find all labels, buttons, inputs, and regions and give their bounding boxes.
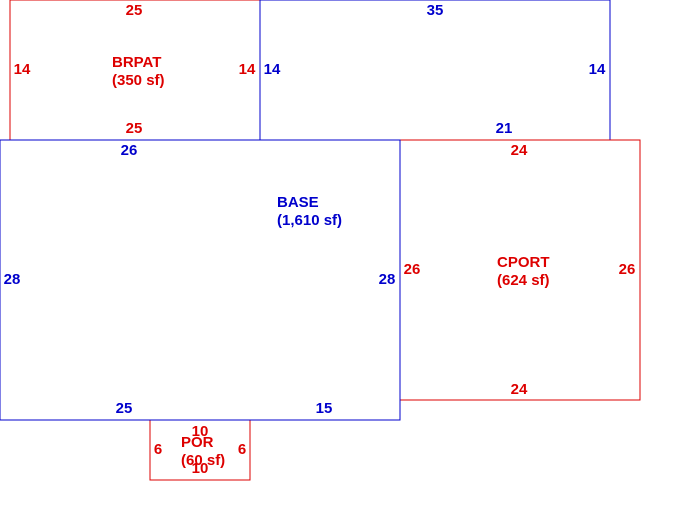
- por-size: (60 sf): [181, 452, 225, 469]
- base-left-dim: 28: [4, 271, 21, 288]
- cport-size: (624 sf): [497, 272, 550, 289]
- brpat-left-dim: 14: [14, 61, 31, 78]
- por-name: POR: [181, 434, 214, 451]
- base-name: BASE: [277, 194, 319, 211]
- brpat-name: BRPAT: [112, 54, 161, 71]
- base-right-dim: 28: [379, 271, 396, 288]
- por-top-dim: 10: [192, 423, 209, 440]
- upper-top-dim: 35: [427, 2, 444, 19]
- brpat-top-dim: 25: [126, 2, 143, 19]
- brpat-right-dim: 14: [239, 61, 256, 78]
- brpat-size: (350 sf): [112, 72, 165, 89]
- base-outline: [0, 139, 401, 421]
- por-left-dim: 6: [154, 441, 162, 458]
- upper-bottom-dim: 21: [496, 120, 513, 137]
- por-right-dim: 6: [238, 441, 246, 458]
- por-bottom-dim: 10: [192, 460, 209, 477]
- cport-name: CPORT: [497, 254, 550, 271]
- base-bottom-left-dim: 25: [116, 400, 133, 417]
- cport-top-dim: 24: [511, 142, 528, 159]
- cport-left-dim: 26: [404, 261, 421, 278]
- brpat-bottom-dim: 25: [126, 120, 143, 137]
- cport-bottom-dim: 24: [511, 381, 528, 398]
- base-size: (1,610 sf): [277, 212, 342, 229]
- upper-right-dim: 14: [589, 61, 606, 78]
- base-top-dim: 26: [121, 142, 138, 159]
- upper-left-dim: 14: [264, 61, 281, 78]
- base-bottom-right-dim: 15: [316, 400, 333, 417]
- upper-section-outline: [259, 0, 611, 141]
- cport-right-dim: 26: [619, 261, 636, 278]
